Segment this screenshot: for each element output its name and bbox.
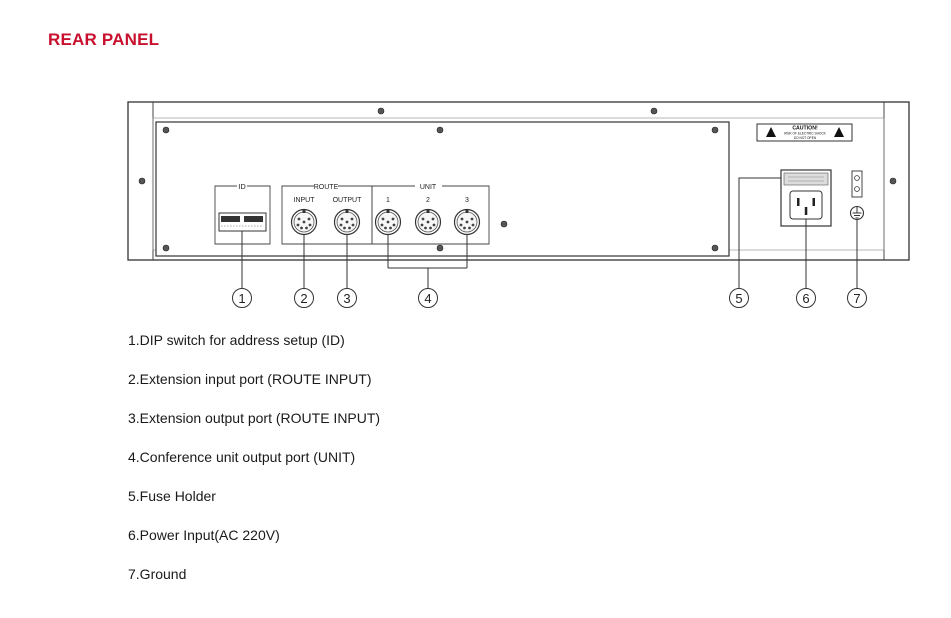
page-title: REAR PANEL (48, 30, 160, 49)
callout-2: 2 (294, 288, 314, 308)
legend-list: 1.DIP switch for address setup (ID) 2.Ex… (128, 330, 380, 603)
callout-6: 6 (796, 288, 816, 308)
legend-item: 2.Extension input port (ROUTE INPUT) (128, 371, 372, 387)
callout-1: 1 (232, 288, 252, 308)
unit-group: UNIT 1 2 3 (371, 184, 490, 245)
ground-terminal[interactable] (849, 170, 865, 221)
unit-group-label: UNIT (420, 184, 437, 191)
svg-text:1: 1 (238, 291, 245, 306)
unit-1-label: 1 (386, 197, 390, 204)
svg-text:3: 3 (343, 291, 350, 306)
svg-text:RISK OF ELECTRIC SHOCK: RISK OF ELECTRIC SHOCK (784, 132, 826, 136)
unit-port-1[interactable] (374, 208, 402, 236)
warning-triangle-icon (834, 127, 844, 137)
callout-4: 4 (418, 288, 438, 308)
callout-5: 5 (729, 288, 749, 308)
route-group: ROUTE INPUT OUTPUT (281, 184, 373, 245)
route-input-port[interactable] (290, 208, 318, 236)
legend-item: 3.Extension output port (ROUTE INPUT) (128, 410, 381, 426)
callout-3: 3 (337, 288, 357, 308)
route-output-port[interactable] (333, 208, 361, 236)
route-input-label: INPUT (294, 197, 316, 204)
power-inlet[interactable] (780, 169, 832, 227)
svg-text:7: 7 (853, 291, 860, 306)
svg-text:DO NOT OPEN: DO NOT OPEN (794, 136, 817, 140)
callout-7: 7 (847, 288, 867, 308)
unit-port-3[interactable] (453, 208, 481, 236)
warning-triangle-icon (766, 127, 776, 137)
svg-text:2: 2 (300, 291, 307, 306)
inner-panel (155, 121, 730, 257)
id-group: ID (214, 182, 271, 245)
rear-panel-diagram: ID ROUTE INPUT OUTPUT UNIT 1 2 3 CAUTION… (127, 101, 910, 308)
unit-port-2[interactable] (414, 208, 442, 236)
legend-item: 6.Power Input(AC 220V) (128, 527, 280, 543)
route-group-label: ROUTE (314, 184, 339, 191)
svg-text:6: 6 (802, 291, 809, 306)
caution-label: CAUTION! RISK OF ELECTRIC SHOCK DO NOT O… (756, 123, 853, 142)
dip-switch[interactable] (218, 212, 267, 232)
svg-text:4: 4 (424, 291, 431, 306)
legend-item: 7.Ground (128, 566, 187, 582)
leader-lines (241, 177, 858, 288)
unit-2-label: 2 (426, 197, 430, 204)
legend-item: 4.Conference unit output port (UNIT) (128, 449, 356, 465)
route-output-label: OUTPUT (333, 197, 363, 204)
svg-text:CAUTION!: CAUTION! (792, 126, 818, 132)
legend-item: 5.Fuse Holder (128, 488, 216, 504)
unit-3-label: 3 (465, 197, 469, 204)
id-group-label: ID (238, 182, 246, 191)
svg-text:5: 5 (735, 291, 742, 306)
legend-item: 1.DIP switch for address setup (ID) (128, 332, 345, 348)
callouts: 1 2 3 4 5 6 7 (232, 288, 867, 308)
